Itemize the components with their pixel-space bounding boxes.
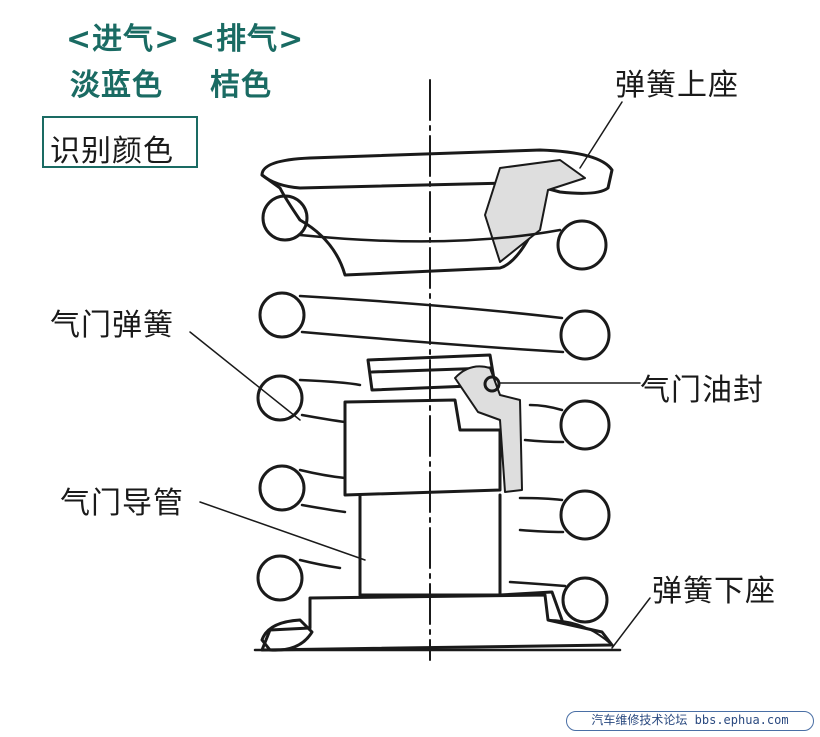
spring-coils-left bbox=[256, 194, 314, 652]
spring-coils-right bbox=[556, 219, 611, 624]
identify-color-box: 识别颜色 bbox=[42, 116, 198, 169]
exhaust-legend-label: <排气> bbox=[190, 22, 305, 57]
valve-guide-label: 气门导管 bbox=[60, 486, 184, 521]
intake-legend-label: <进气> bbox=[66, 22, 181, 57]
valve-oil-seal-label: 气门油封 bbox=[640, 373, 764, 408]
leader-lines bbox=[189, 101, 651, 649]
spring-coil-links bbox=[298, 228, 567, 588]
spring-lower-seat-label: 弹簧下座 bbox=[652, 574, 776, 609]
intake-color-text: 淡蓝色 bbox=[70, 68, 163, 103]
spring-lower-seat bbox=[253, 590, 622, 652]
spring-upper-seat-label: 弹簧上座 bbox=[615, 68, 739, 103]
valve-oil-seal bbox=[366, 353, 523, 493]
valve-spring-label: 气门弹簧 bbox=[50, 308, 174, 343]
identify-color-text: 识别颜色 bbox=[50, 134, 174, 169]
valve-guide bbox=[343, 398, 502, 597]
exhaust-color-text: 桔色 bbox=[210, 68, 272, 103]
forum-watermark: 汽车维修技术论坛 bbs.ephua.com bbox=[566, 711, 814, 731]
